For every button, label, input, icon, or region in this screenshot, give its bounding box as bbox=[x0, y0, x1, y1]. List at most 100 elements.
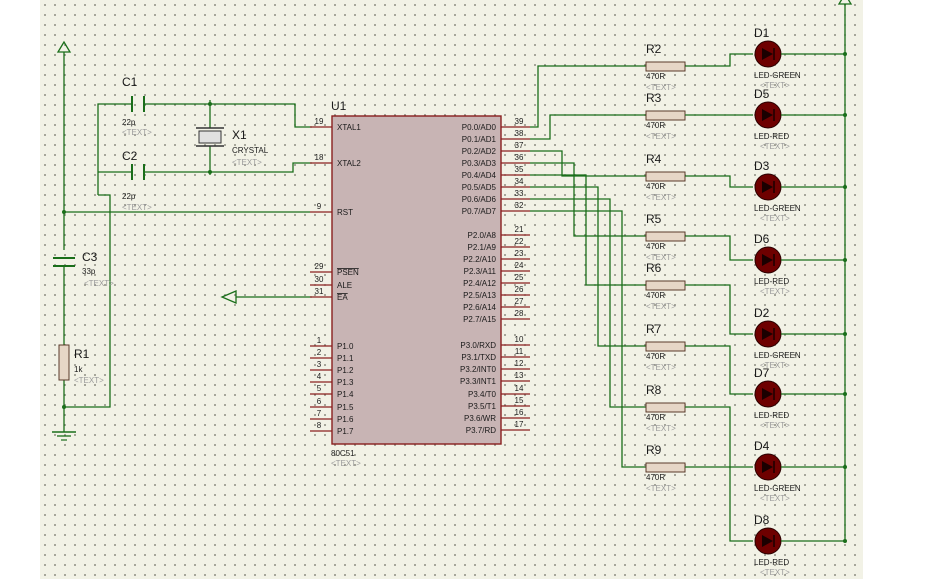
x1-text-placeholder: <TEXT> bbox=[232, 158, 262, 167]
vcc-arrow-icon bbox=[56, 40, 72, 53]
led-row-wire bbox=[685, 53, 753, 67]
c3-ref: C3 bbox=[82, 250, 98, 264]
mcu-pin-name: P1.5 bbox=[337, 403, 354, 412]
mcu-pin-number: 38 bbox=[515, 129, 524, 138]
mcu-left-pins: 19XTAL118XTAL29RST29PSEN30ALE31EA1P1.02P… bbox=[310, 117, 361, 436]
led-row-wire bbox=[530, 65, 646, 128]
mcu-pin-number: 36 bbox=[515, 153, 524, 162]
mcu-pin-number: 6 bbox=[317, 397, 322, 406]
resistor-text-placeholder: <TEXT> bbox=[646, 83, 676, 92]
mcu-pin-name: P0.5/AD5 bbox=[462, 183, 497, 192]
mcu-pin-number: 39 bbox=[515, 117, 524, 126]
mcu-pin-name: P1.3 bbox=[337, 378, 354, 387]
c2-ref: C2 bbox=[122, 149, 138, 163]
resistor-text-placeholder: <TEXT> bbox=[646, 132, 676, 141]
mcu-pin-name: P1.1 bbox=[337, 354, 354, 363]
led-row-wire bbox=[685, 284, 753, 335]
junction-dot bbox=[62, 210, 66, 214]
mcu-pin-number: 16 bbox=[515, 408, 524, 417]
mcu-pin-name: P0.0/AD0 bbox=[462, 123, 497, 132]
led-row-wire bbox=[685, 345, 753, 395]
junction-dot bbox=[843, 332, 847, 336]
led-value: LED-RED bbox=[754, 277, 789, 286]
mcu-pin-name: EA bbox=[337, 293, 348, 302]
mcu-body bbox=[331, 115, 502, 445]
mcu-pin-name: P3.6/WR bbox=[464, 414, 496, 423]
crystal-body bbox=[198, 130, 222, 144]
resistor-text-placeholder: <TEXT> bbox=[646, 424, 676, 433]
mcu-pin-number: 25 bbox=[515, 273, 524, 282]
resistor-value: 470R bbox=[646, 473, 665, 482]
led-row-wire bbox=[530, 114, 646, 140]
mcu-pin-number: 2 bbox=[317, 348, 322, 357]
led-row-wire bbox=[685, 406, 753, 468]
led-ref: D8 bbox=[754, 513, 770, 527]
led-diode-symbol bbox=[762, 388, 773, 400]
led-diode-symbol bbox=[762, 328, 773, 340]
mcu-pin-number: 37 bbox=[515, 141, 524, 150]
mcu-right-pins: 39P0.0/AD038P0.1/AD137P0.2/AD236P0.3/AD3… bbox=[460, 117, 530, 435]
mcu-pin-number: 22 bbox=[515, 237, 524, 246]
led-ref: D2 bbox=[754, 306, 770, 320]
vcc-arrow-icon bbox=[837, 0, 853, 5]
mcu-pin-number: 24 bbox=[515, 261, 524, 270]
led-diode-symbol bbox=[762, 535, 773, 547]
mcu-pin-number: 3 bbox=[317, 360, 322, 369]
led-text-placeholder: <TEXT> bbox=[760, 421, 790, 430]
x1-ref: X1 bbox=[232, 128, 247, 142]
mcu-pin-name: P1.4 bbox=[337, 390, 354, 399]
mcu-pin-number: 4 bbox=[317, 372, 322, 381]
led-row-wire bbox=[530, 174, 646, 286]
led-row-wire bbox=[685, 235, 753, 261]
resistor-value: 470R bbox=[646, 413, 665, 422]
resistor-text-placeholder: <TEXT> bbox=[646, 302, 676, 311]
mcu-pin-number: 15 bbox=[515, 396, 524, 405]
resistor-value: 470R bbox=[646, 121, 665, 130]
wires bbox=[63, 4, 846, 540]
resistor-body bbox=[645, 280, 686, 291]
resistor-value: 470R bbox=[646, 72, 665, 81]
mcu-pin-name: P1.6 bbox=[337, 415, 354, 424]
led-text-placeholder: <TEXT> bbox=[760, 361, 790, 370]
led-diode-symbol bbox=[762, 48, 773, 60]
r1-body bbox=[58, 344, 70, 381]
mcu-ref: U1 bbox=[331, 99, 347, 113]
mcu-pin-name: P1.0 bbox=[337, 342, 354, 351]
resistor-text-placeholder: <TEXT> bbox=[646, 253, 676, 262]
led-text-placeholder: <TEXT> bbox=[760, 568, 790, 577]
mcu-part: 80C51 bbox=[331, 449, 355, 458]
led-value: LED-GREEN bbox=[754, 204, 801, 213]
junction-dot bbox=[843, 539, 847, 543]
resistor-text-placeholder: <TEXT> bbox=[646, 363, 676, 372]
mcu-pin-name: P0.6/AD6 bbox=[462, 195, 497, 204]
c1-value: 22p bbox=[122, 118, 136, 127]
led-value: LED-GREEN bbox=[754, 351, 801, 360]
c3-text-placeholder: <TEXT> bbox=[84, 279, 114, 288]
mcu-pin-number: 33 bbox=[515, 189, 524, 198]
r1-ref: R1 bbox=[74, 347, 90, 361]
led-text-placeholder: <TEXT> bbox=[760, 81, 790, 90]
led-ref: D3 bbox=[754, 159, 770, 173]
led-ref: D6 bbox=[754, 232, 770, 246]
led-text-placeholder: <TEXT> bbox=[760, 142, 790, 151]
mcu-pin-number: 17 bbox=[515, 420, 524, 429]
mcu-pin-name: P1.7 bbox=[337, 427, 354, 436]
led-row-wire bbox=[530, 198, 646, 408]
mcu-pin-name: ALE bbox=[337, 281, 352, 290]
resistor-ref: R8 bbox=[646, 383, 662, 397]
mcu-pin-name: P2.0/A8 bbox=[468, 231, 497, 240]
junction-dot bbox=[208, 170, 212, 174]
led-row-wire bbox=[685, 175, 753, 188]
junction-dot bbox=[843, 52, 847, 56]
mcu-pin-name: P0.4/AD4 bbox=[462, 171, 497, 180]
c2-text-placeholder: <TEXT> bbox=[122, 203, 152, 212]
led-ref: D7 bbox=[754, 366, 770, 380]
c1-ref: C1 bbox=[122, 75, 138, 89]
r1-value: 1k bbox=[74, 365, 83, 374]
junction-dot bbox=[843, 392, 847, 396]
led-text-placeholder: <TEXT> bbox=[760, 214, 790, 223]
resistor-body bbox=[645, 341, 686, 352]
mcu-pin-name: P3.0/RXD bbox=[460, 341, 496, 350]
led-row-wire bbox=[530, 210, 646, 468]
